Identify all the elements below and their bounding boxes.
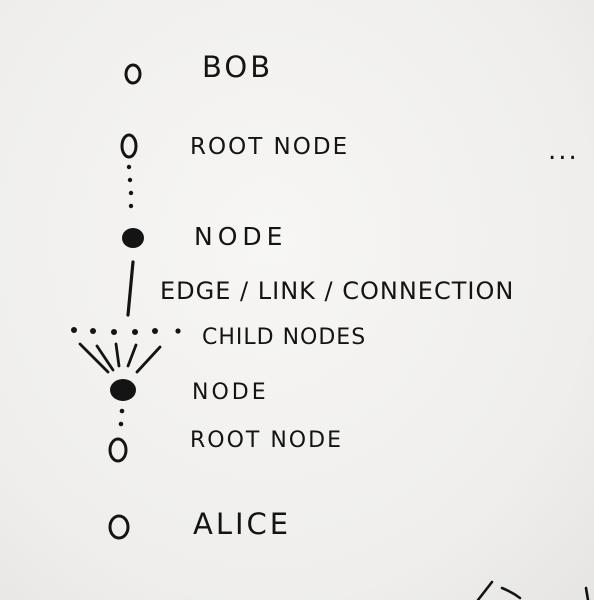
filled-node-top (122, 228, 144, 248)
bob-label: BOB (202, 50, 274, 84)
node-bottom-label: NODE (192, 380, 269, 405)
dotted-connection-bottom (118, 408, 125, 427)
converging-edges (78, 342, 162, 374)
node-top-label: NODE (194, 222, 288, 251)
bob-node (124, 63, 142, 85)
stray-ink-marks (476, 580, 590, 600)
root-node-top (120, 133, 138, 159)
filled-node-bottom (110, 379, 136, 401)
child-nodes-label: CHILD NODES (202, 325, 367, 350)
root-node-bottom-label: ROOT NODE (190, 428, 343, 453)
ellipsis-label: ... (548, 136, 579, 166)
alice-node (108, 514, 130, 540)
alice-label: ALICE (193, 507, 292, 541)
root-node-top-label: ROOT NODE (190, 134, 350, 160)
root-node-bottom (108, 437, 128, 463)
child-nodes-dots (71, 327, 181, 335)
dotted-connection-top (126, 164, 134, 209)
edge-label: EDGE / LINK / CONNECTION (160, 277, 515, 305)
edge-line (126, 260, 135, 317)
